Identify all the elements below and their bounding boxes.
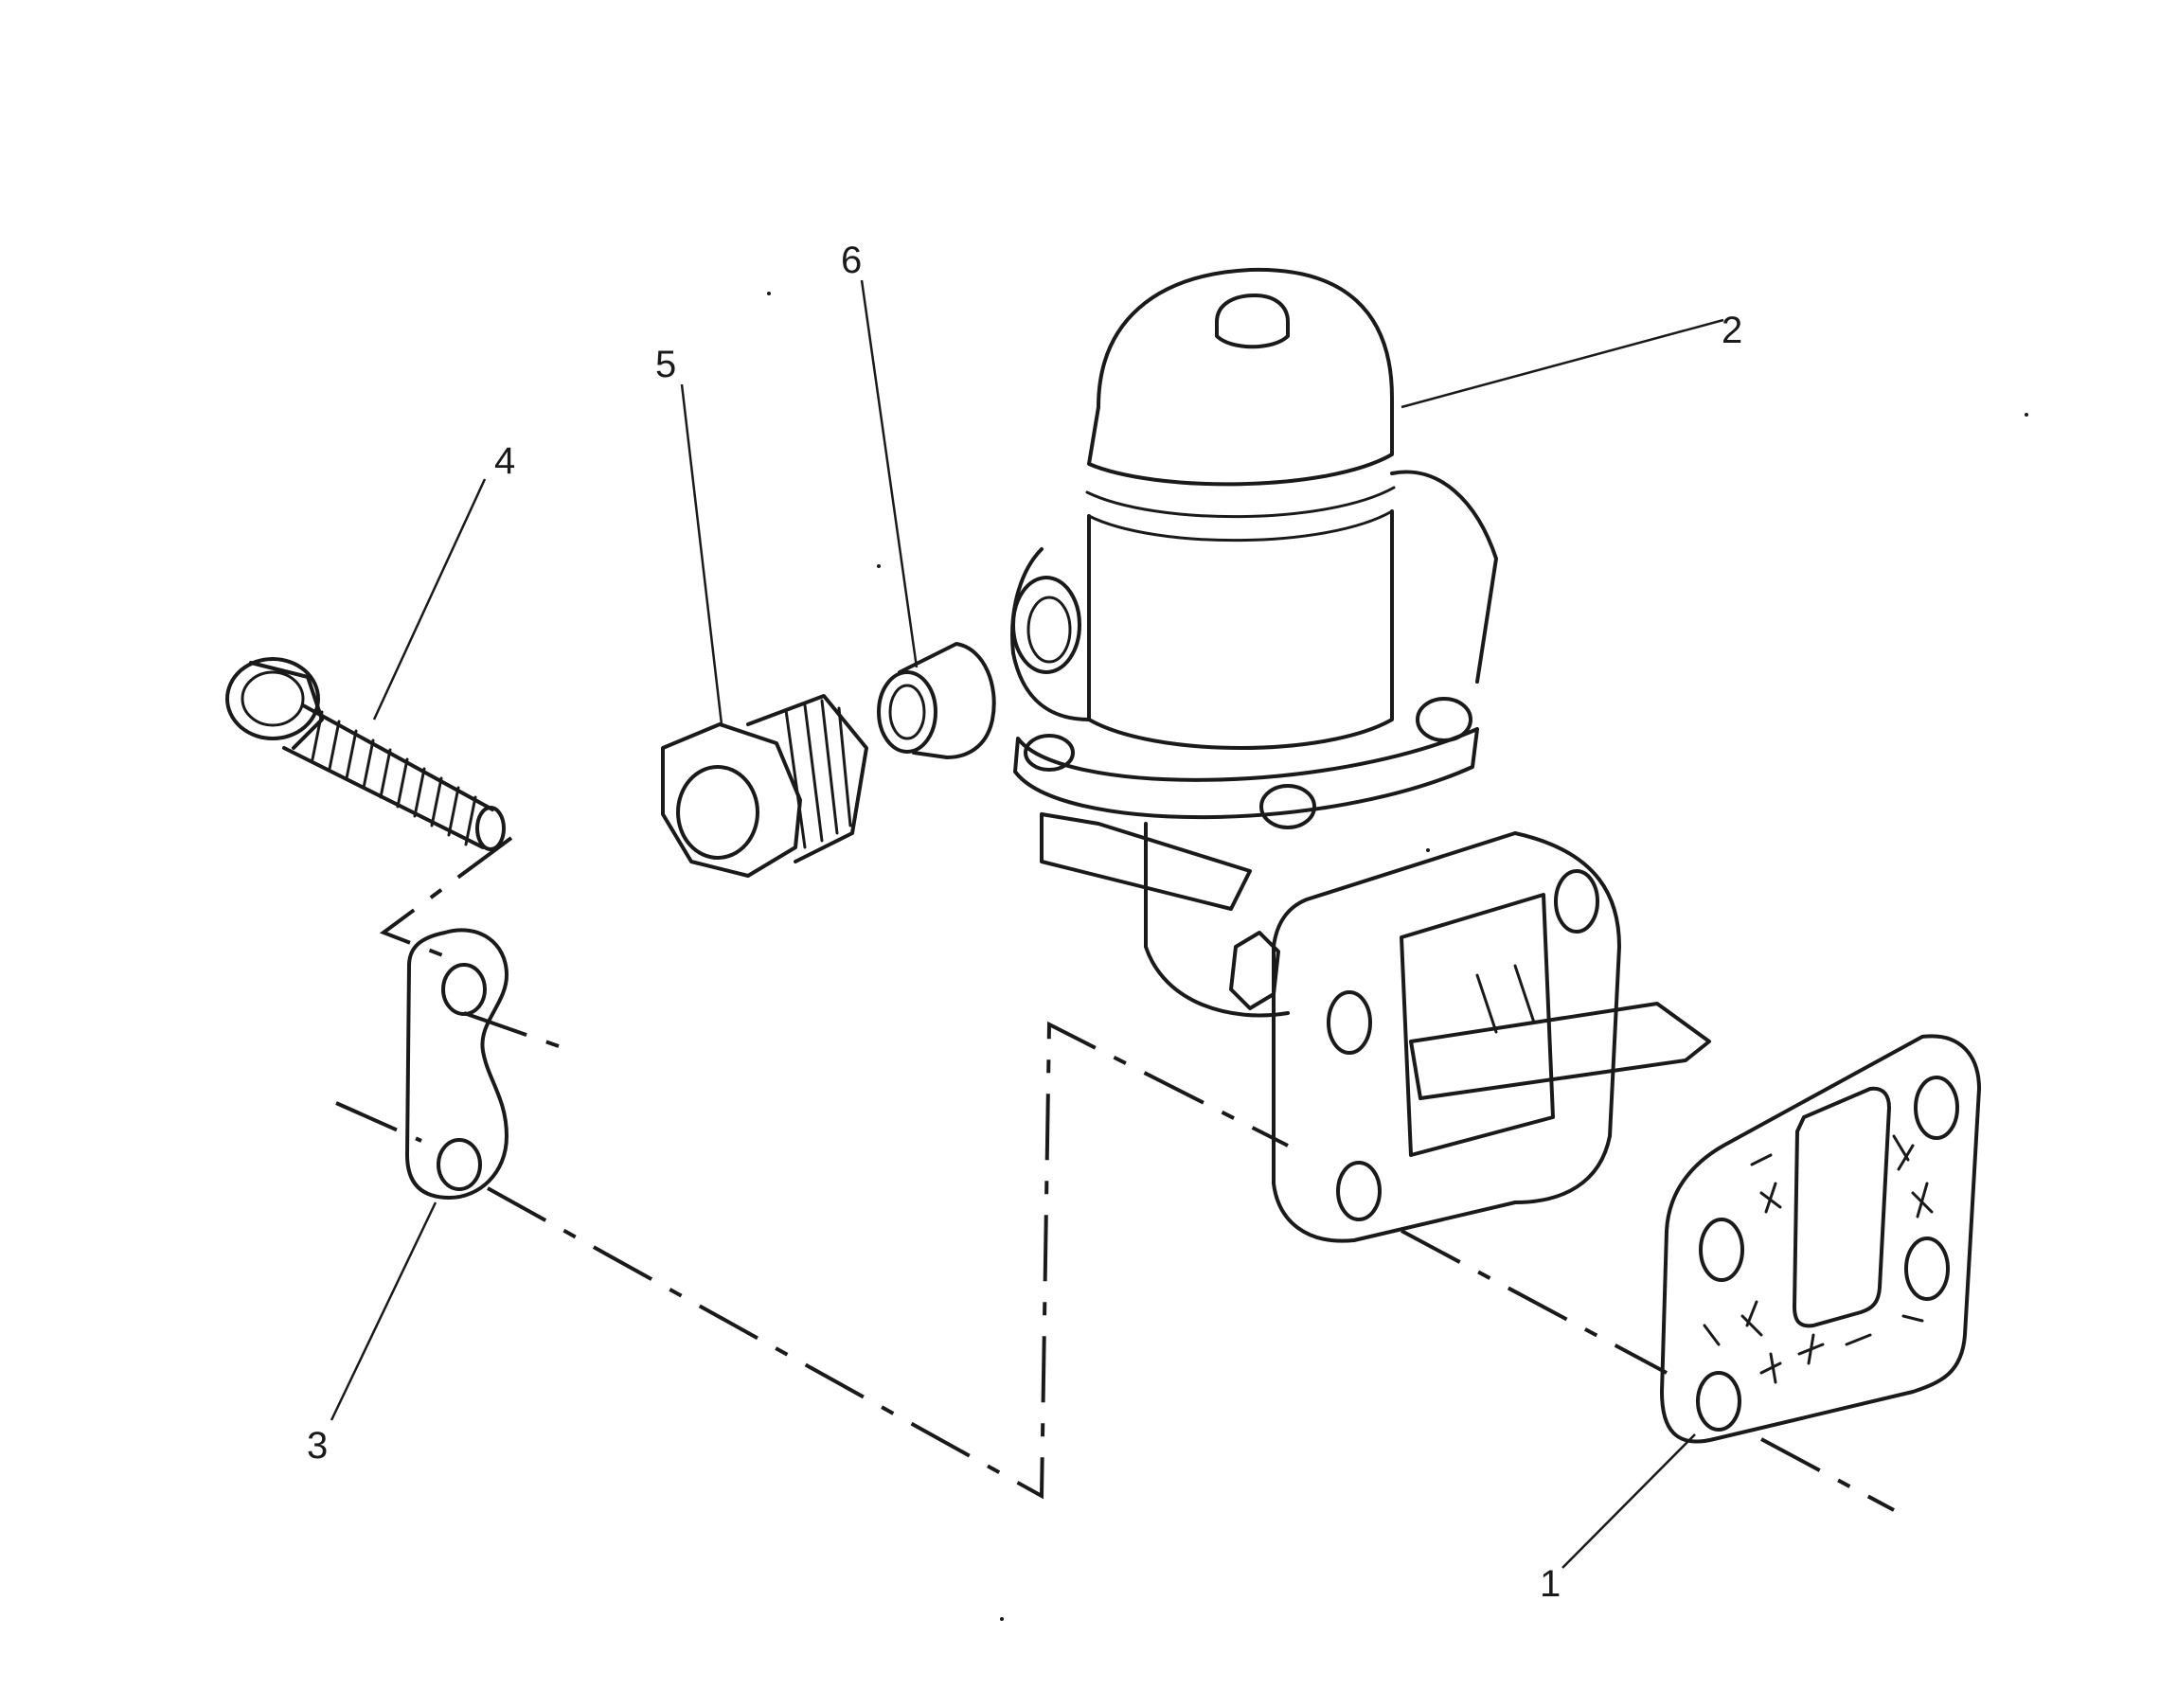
pump-inlet-boss <box>1010 547 1091 721</box>
assembly-line-gasket-upper <box>1401 1229 1668 1375</box>
callouts: 1 2 3 4 5 6 <box>307 240 1742 1605</box>
leader-6 <box>860 279 919 668</box>
gasket-hole-lower-left <box>1696 1371 1741 1432</box>
callout-5: 5 <box>655 344 676 385</box>
plate-outline <box>405 928 509 1200</box>
part-5-plug <box>661 694 868 878</box>
callout-1: 1 <box>1540 1563 1561 1605</box>
gasket-hole-upper-right <box>1914 1076 1959 1140</box>
part-3-plate <box>405 928 509 1200</box>
mount-hole-upper-left <box>1327 990 1372 1055</box>
pump-flange <box>1013 727 1479 820</box>
callout-6: 6 <box>841 240 862 281</box>
callout-4: 4 <box>494 440 515 482</box>
bushing-body <box>898 642 996 759</box>
pump-dome <box>1087 267 1394 487</box>
mount-hole-upper-right <box>1554 869 1599 934</box>
leader-5 <box>680 383 723 725</box>
bushing-front <box>877 670 937 754</box>
assembly-line-upper-hole <box>463 1011 560 1048</box>
scan-specks <box>767 292 2028 1621</box>
pump-flange-screw-right <box>1416 697 1472 742</box>
leader-1 <box>1561 1433 1696 1569</box>
part-1-gasket <box>1660 1034 1981 1444</box>
plate-lower-hole <box>437 1138 482 1191</box>
gasket-hole-upper-left <box>1699 1218 1744 1282</box>
bolt-tip <box>475 806 506 851</box>
gasket-center-window <box>1793 1086 1891 1328</box>
pump-lower-nut <box>1229 931 1280 1010</box>
leader-lines <box>330 279 1724 1569</box>
pump-rocker-lever <box>1475 964 1536 1034</box>
pump-top-button <box>1215 294 1290 349</box>
callout-2: 2 <box>1722 310 1742 351</box>
bolt-head-inner <box>241 670 305 727</box>
leader-4 <box>372 478 487 721</box>
assembly-line-lower-hole <box>487 1021 1289 1500</box>
leader-3 <box>330 1201 437 1421</box>
leader-2 <box>1401 318 1724 409</box>
bolt-thread <box>311 710 477 846</box>
mount-flange-opening <box>1400 893 1555 1157</box>
callout-3: 3 <box>307 1425 328 1467</box>
pump-mount-flange <box>1272 831 1621 1243</box>
plug-thread-body <box>746 694 868 863</box>
plate-upper-hole <box>441 963 487 1016</box>
pump-body <box>1087 509 1394 750</box>
pump-inlet-port <box>1011 576 1081 674</box>
mount-hole-lower-left <box>1336 1161 1382 1221</box>
plug-face <box>676 765 759 860</box>
part-6-bushing <box>877 642 996 759</box>
gasket-outline <box>1660 1034 1981 1444</box>
bolt-head <box>225 657 320 740</box>
pump-body-side <box>1390 470 1498 684</box>
assembly-line-gasket-lower <box>1760 1437 1895 1512</box>
pump-flange-screw-left <box>1024 734 1075 772</box>
pump-flange-screw-center <box>1259 784 1316 829</box>
assembly-lines <box>335 836 1895 1512</box>
assembly-line-bolt <box>379 836 513 958</box>
part-4-bolt <box>225 657 506 851</box>
pump-lower-body <box>1144 822 1290 1018</box>
plug-thread <box>784 699 852 849</box>
pump-inlet-bore <box>1026 596 1072 664</box>
plug-hex <box>661 722 802 878</box>
pump-rocker-arm <box>1409 1002 1711 1100</box>
pump-bracket <box>1040 812 1252 911</box>
pump-dome-rings <box>1085 453 1396 543</box>
gasket-hole-lower-right <box>1904 1237 1950 1301</box>
gasket-texture <box>1703 1134 1934 1384</box>
assembly-line-lower-hole-left <box>335 1101 422 1143</box>
bolt-flange <box>249 661 324 750</box>
part-2-pump <box>1010 267 1711 1243</box>
bushing-bore <box>888 684 926 740</box>
